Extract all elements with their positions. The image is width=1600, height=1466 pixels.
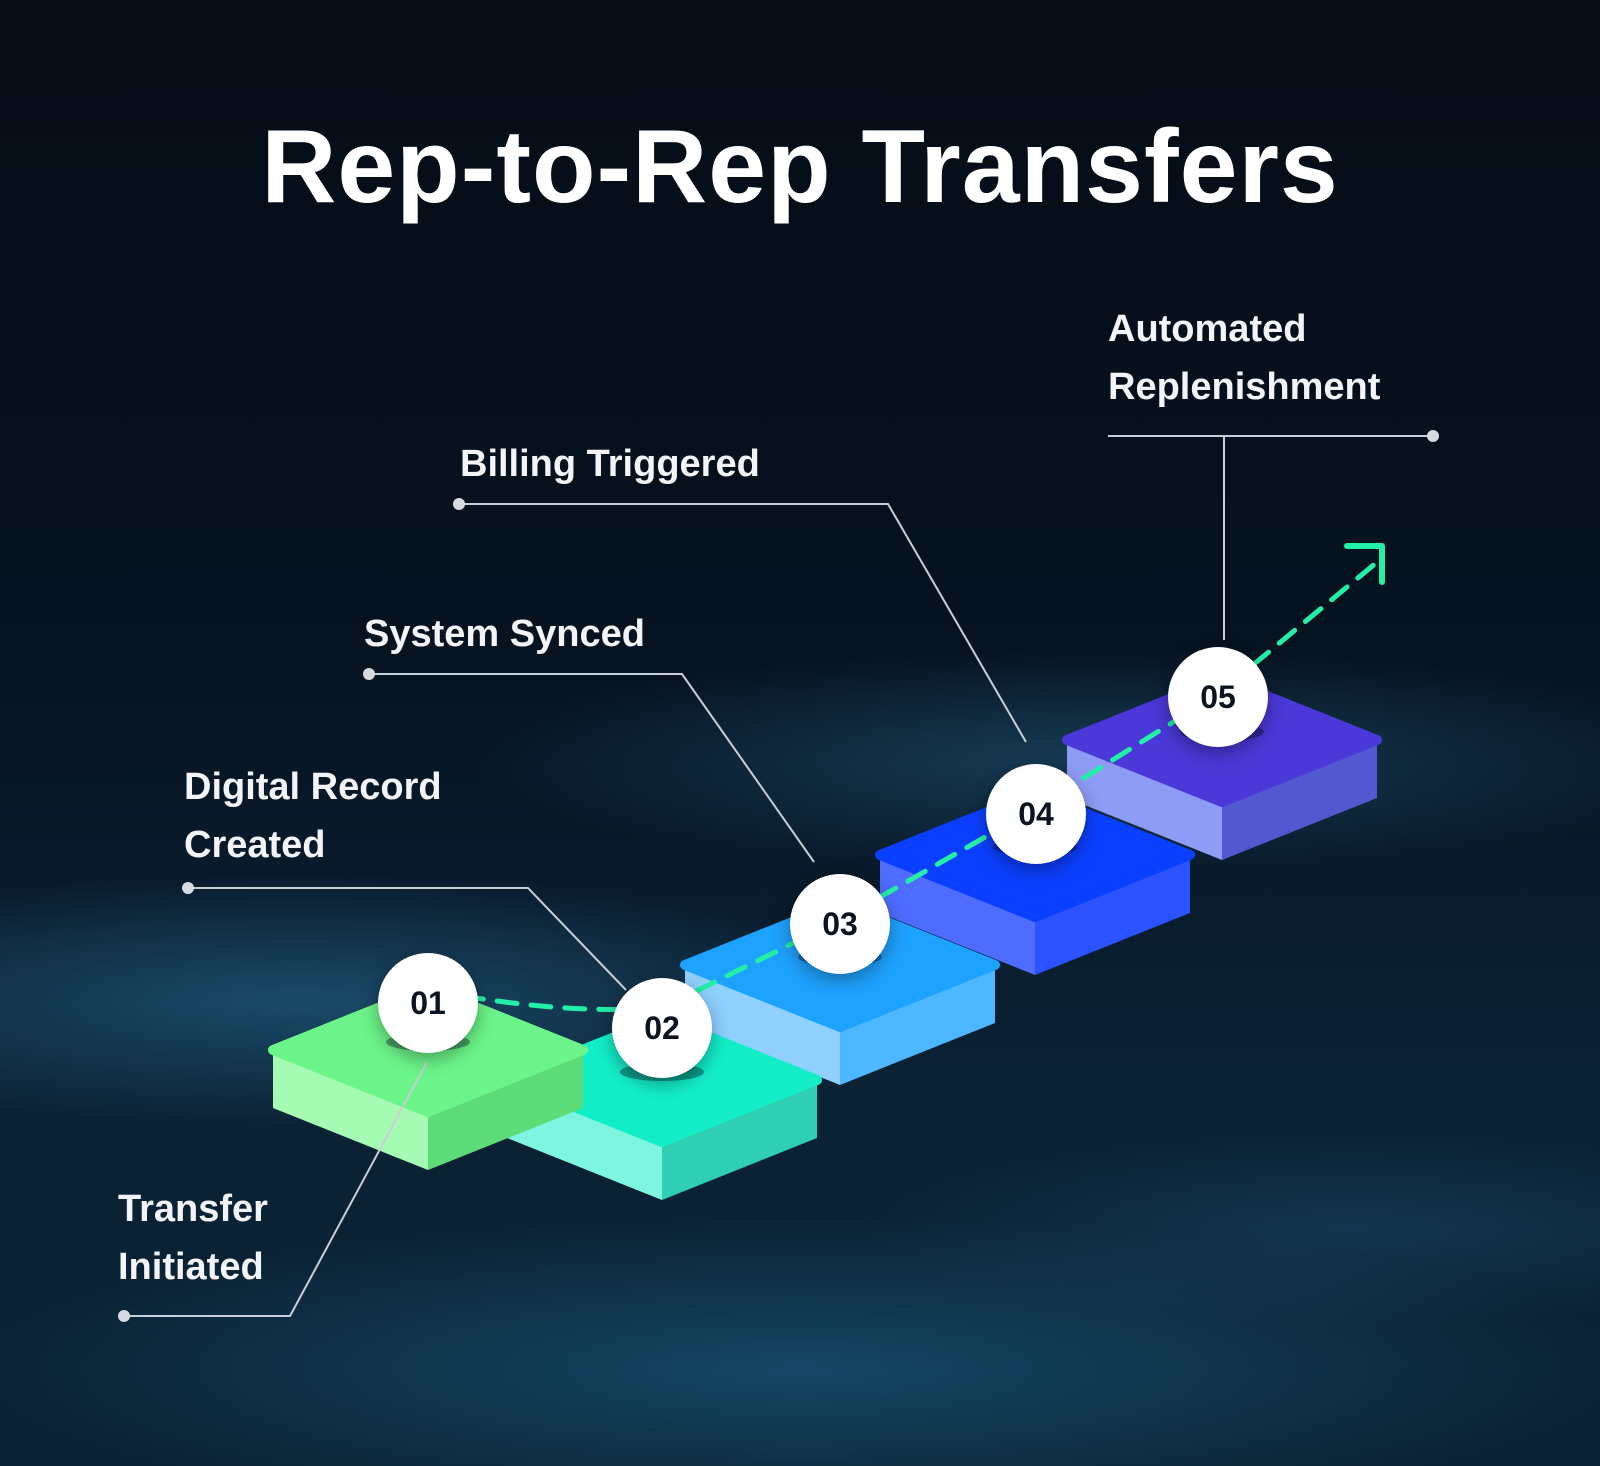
step-label-line: Initiated xyxy=(118,1246,264,1288)
step-label-04: Billing Triggered xyxy=(460,435,760,493)
step-label-line: System Synced xyxy=(364,613,645,655)
step-label-line: Digital Record xyxy=(184,766,442,808)
connector-dot-03 xyxy=(363,668,375,680)
step-label-line: Automated xyxy=(1108,308,1307,350)
arrow-head-icon xyxy=(1344,543,1385,585)
connector-dot-04 xyxy=(453,498,465,510)
block-right-face xyxy=(1035,855,1190,975)
connector-line-03 xyxy=(369,673,815,863)
connector-line-02 xyxy=(188,887,627,991)
step-number-badge-02: 02 xyxy=(612,978,712,1078)
step-number-badge-01: 01 xyxy=(378,953,478,1053)
page-title: Rep-to-Rep Transfers xyxy=(261,109,1339,225)
step-label-line: Created xyxy=(184,824,326,866)
step-label-line: Replenishment xyxy=(1108,366,1381,408)
block-left-face xyxy=(880,855,1035,975)
block-right-face xyxy=(1222,740,1377,860)
block-left-face xyxy=(1067,740,1222,860)
connector-dot-05 xyxy=(1427,430,1439,442)
connector-line-04 xyxy=(459,503,1027,743)
step-number-badge-04: 04 xyxy=(986,764,1086,864)
step-label-line: Transfer xyxy=(118,1188,268,1230)
step-label-03: System Synced xyxy=(364,605,645,663)
connector-dot-01 xyxy=(118,1310,130,1322)
block-right-face xyxy=(428,1050,583,1170)
step-number-badge-05: 05 xyxy=(1168,647,1268,747)
block-left-face xyxy=(685,965,840,1085)
block-right-face xyxy=(662,1080,817,1200)
connector-line-01 xyxy=(124,1061,428,1317)
connector-dot-02 xyxy=(182,882,194,894)
block-left-face xyxy=(273,1050,428,1170)
block-right-face xyxy=(840,965,995,1085)
step-label-line: Billing Triggered xyxy=(460,443,760,485)
step-number-badge-03: 03 xyxy=(790,874,890,974)
